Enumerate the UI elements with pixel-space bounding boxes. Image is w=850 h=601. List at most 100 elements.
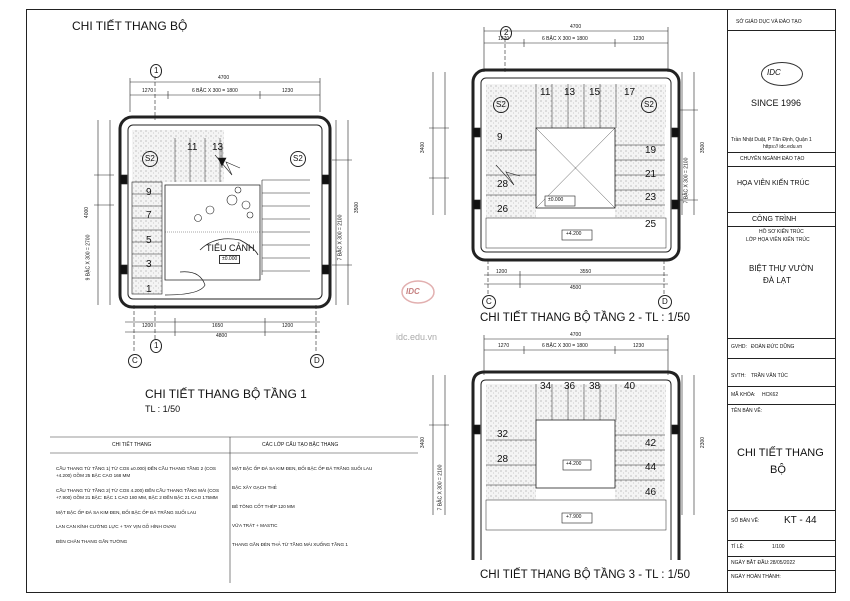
tb-drawing-label: TÊN BẢN VẼ: (731, 408, 763, 414)
plan1-dim-bottom-a: 1200 (142, 323, 154, 329)
plan1-step-9: 9 (146, 187, 152, 198)
plan-3 (429, 335, 695, 560)
plan1-dim-bottom-b: 1650 (212, 323, 224, 329)
tb-scale: 1/100 (772, 544, 785, 550)
plan2-dim-bottom-total: 4500 (570, 285, 582, 291)
note-item: BẬC XÂY GẠCH THẺ (232, 484, 277, 490)
plan1-dim-left2: 9 BẬC X 300 = 2700 (85, 234, 92, 281)
plan2-step-11: 11 (540, 87, 551, 98)
tb-svth-label: SVTH: (731, 373, 746, 379)
tb-start: 28/05/2022 (770, 560, 796, 566)
plan1-title: CHI TIẾT THANG BỘ TẦNG 1 (145, 387, 307, 401)
tb-svth: TRẦN VĂN TÚC (751, 373, 788, 379)
tb-since: SINCE 1996 (751, 98, 802, 108)
plan1-dim-right2: 7 BẬC X 300 = 2100 (337, 214, 344, 261)
plan2-dim-bottom-a: 1200 (496, 269, 508, 275)
section-mark-s2: S2 (493, 97, 509, 113)
axis-d-bubble: D (310, 354, 324, 368)
plan3-step-34: 34 (540, 381, 552, 392)
plan-2 (429, 27, 698, 295)
plan2-dim-top-c: 1230 (633, 36, 645, 42)
plan1-dim-top-b: 6 BẬC X 300 = 1800 (192, 88, 238, 94)
plan1-step-3: 3 (146, 259, 152, 270)
plan1-garden-label: TIỂU CẢNH (206, 243, 255, 253)
plan1-dim-top-a: 1270 (142, 88, 154, 94)
axis-1-bubble: 1 (150, 339, 163, 353)
watermark-logo-text: IDC (406, 287, 420, 296)
note-item: CẦU THANG TỪ TẦNG 2( TỪ COS 4.200) ĐẾN C… (56, 487, 220, 500)
tb-sheet-label: SỐ BẢN VẼ: (731, 518, 760, 524)
tb-project-label: CÔNG TRÌNH (752, 216, 797, 223)
tb-major-label: CHUYÊN NGÀNH ĐÀO TẠO (740, 156, 805, 162)
plan1-dim-top-c: 1230 (282, 88, 294, 94)
notes-right-header: CÁC LỚP CẤU TẠO BẬC THANG (262, 442, 339, 448)
plan2-step-17: 17 (624, 87, 636, 98)
plan3-dim-top-b: 6 BẬC X 300 = 1800 (542, 343, 588, 349)
note-item: BÊ TÔNG CỐT THÉP 120 MM (232, 503, 295, 509)
tb-drawing1: CHI TIẾT THANG (737, 447, 824, 459)
plan1-dim-top-total: 4700 (218, 75, 230, 81)
tb-start-label: NGÀY BẮT ĐẦU: (731, 560, 770, 566)
axis-d-bubble: D (658, 295, 672, 309)
plan3-step-36: 36 (564, 381, 576, 392)
axis-c-bubble: C (482, 295, 496, 309)
plan2-step-13: 13 (564, 87, 576, 98)
tb-project-sub1: HỒ SƠ KIẾN TRÚC (759, 229, 804, 235)
plan1-dim-bottom-total: 4800 (216, 333, 228, 339)
plan1-step-1: 1 (146, 284, 152, 295)
tb-gvhd-label: GVHD: (731, 344, 747, 350)
plan3-title: CHI TIẾT THANG BỘ TẦNG 3 - TL : 1/50 (480, 569, 691, 581)
section-mark-s2: S2 (641, 97, 657, 113)
axis-c-bubble: C (128, 354, 142, 368)
tb-course-label: MÃ KHÓA: (731, 392, 756, 398)
plan2-level2: +4.200 (566, 231, 582, 237)
note-item: VỮA TRÁT + MASTIC (232, 522, 278, 528)
tb-project-name1: BIỆT THỰ VƯỜN (749, 264, 814, 273)
drawing-sheet-border (26, 9, 836, 593)
plan3-step-46: 46 (645, 487, 657, 498)
plan1-step-13: 13 (212, 142, 224, 153)
watermark-logo (401, 280, 435, 304)
note-item: THANG GẮN ĐÈN THẢ TỪ TẦNG MÁI XUỐNG TẦNG… (232, 541, 348, 547)
idc-logo-text: IDC (767, 68, 781, 77)
plan2-step-28: 28 (497, 179, 509, 190)
plan1-dim-right: 3500 (354, 201, 361, 214)
title-block (727, 9, 836, 593)
plan2-level1: ±0.000 (548, 197, 564, 203)
notes-right-list: MẶT BẬC ỐP ĐÁ SA KIM ĐEN, ĐỐI BẬC ỐP ĐÁ … (232, 466, 412, 548)
axis-2-bubble: 2 (500, 26, 513, 40)
plan1-level: ±0.000 (219, 255, 241, 264)
plan2-dim-right: 3500 (700, 141, 707, 154)
plan3-level1: +4.200 (566, 461, 582, 467)
tb-dept: SỞ GIÁO DỤC VÀ ĐÀO TẠO (736, 19, 802, 25)
plan2-step-15: 15 (589, 87, 601, 98)
tb-sheet: KT - 44 (784, 515, 817, 526)
plan2-title: CHI TIẾT THANG BỘ TẦNG 2 - TL : 1/50 (480, 312, 691, 324)
plan3-dim-left: 3400 (420, 436, 427, 449)
tb-gvhd: ĐOÀN ĐỨC DŨNG (751, 344, 795, 350)
plan3-step-42: 42 (645, 438, 657, 449)
tb-project-name2: ĐÀ LẠT (763, 276, 792, 285)
tb-major: HỌA VIÊN KIẾN TRÚC (737, 180, 810, 187)
plan1-step-11: 11 (187, 142, 198, 153)
section-mark-s2: S2 (290, 151, 306, 167)
plan1-scale: TL : 1/50 (145, 404, 181, 414)
plan3-level2: +7.900 (566, 514, 582, 520)
plan2-step-21: 21 (645, 169, 657, 180)
plan2-dim-bottom-b: 3550 (580, 269, 592, 275)
idc-logo (761, 62, 803, 86)
plan3-dim-top-total: 4700 (570, 332, 582, 338)
tb-end-label: NGÀY HOÀN THÀNH: (731, 574, 781, 580)
plan3-step-32: 32 (497, 429, 509, 440)
tb-course: HCK62 (762, 392, 779, 398)
tb-drawing2: BỘ (770, 464, 786, 476)
plan3-dim-top-c: 1230 (633, 343, 645, 349)
plan3-step-28: 28 (497, 454, 509, 465)
plan2-step-9: 9 (497, 132, 503, 143)
plan2-dim-top-total: 4700 (570, 24, 582, 30)
plan1-dim-bottom-c: 1200 (282, 323, 294, 329)
plan3-dim-left2: 7 BẬC X 300 = 2100 (437, 464, 444, 511)
tb-scale-label: TỈ LỆ: (731, 544, 745, 550)
axis-1-bubble: 1 (150, 64, 163, 78)
plan2-dim-top-b: 6 BẬC X 300 = 1800 (542, 36, 588, 42)
